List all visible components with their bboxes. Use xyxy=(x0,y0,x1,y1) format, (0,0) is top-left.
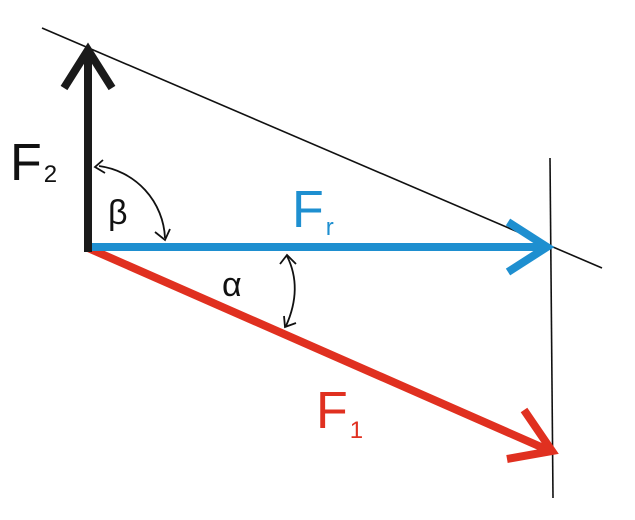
vector-f2 xyxy=(60,42,116,252)
angle-alpha-arc xyxy=(279,253,297,329)
vector-fr xyxy=(84,218,555,276)
label-f1: F1 xyxy=(316,382,363,444)
label-fr: Fr xyxy=(292,181,334,241)
diagonal-construction-line xyxy=(41,27,603,269)
label-beta: β xyxy=(108,194,128,232)
vector-f1 xyxy=(86,244,559,463)
vertical-construction-line xyxy=(549,157,554,499)
angle-beta-arc xyxy=(93,159,171,242)
label-f2: F2 xyxy=(10,134,57,192)
label-alpha: α xyxy=(222,266,242,304)
